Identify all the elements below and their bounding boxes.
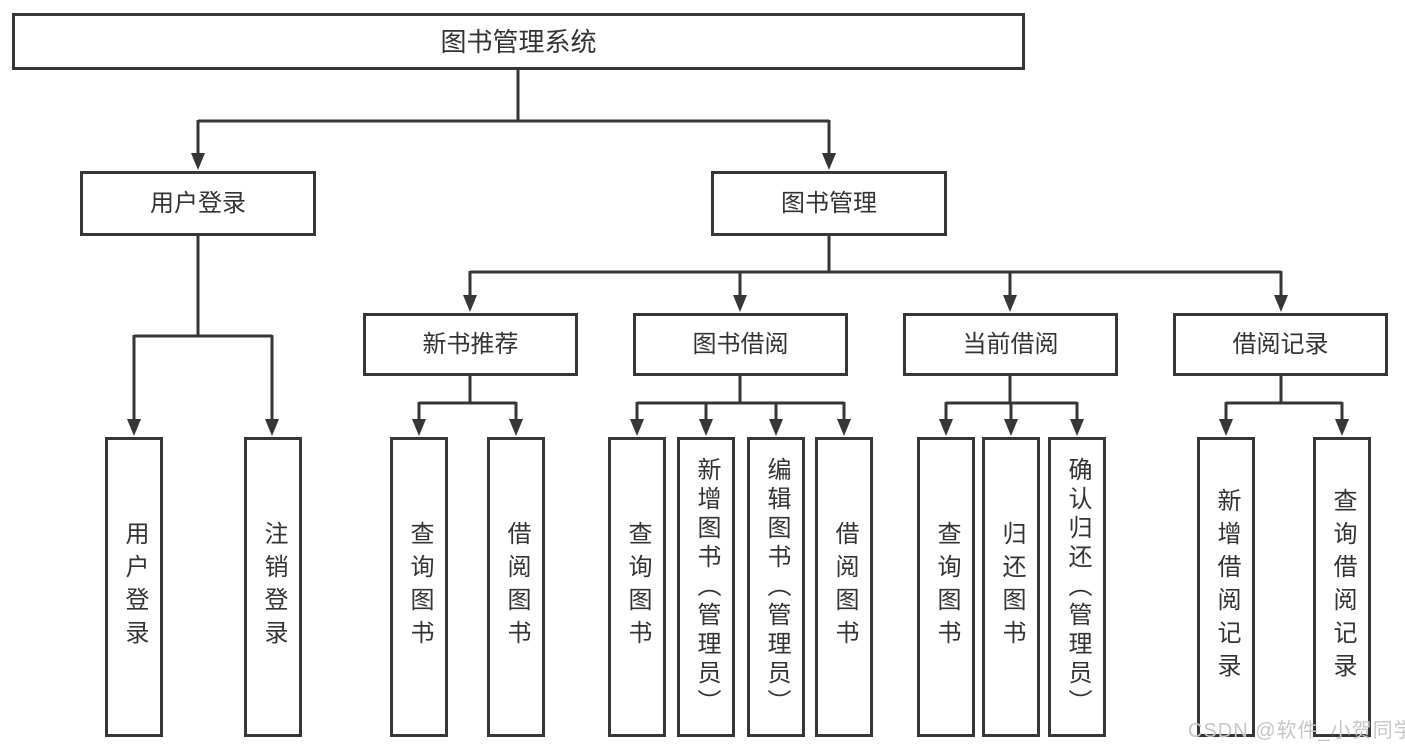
node-book-borrow: 图书借阅	[633, 313, 848, 376]
node-library-management-system: 图书管理系统	[12, 13, 1025, 70]
node-borrow-record: 借阅记录	[1173, 313, 1388, 376]
leaf-add-borrow-record: 新增借阅记录	[1197, 437, 1255, 737]
leaf-query-borrow-record: 查询借阅记录	[1313, 437, 1371, 737]
leaf-user-login: 用户登录	[105, 437, 163, 737]
node-new-book-recommend: 新书推荐	[363, 313, 578, 376]
csdn-watermark: CSDN @软件_小贺同学	[1188, 720, 1405, 742]
leaf-query-books-current: 查询图书	[917, 437, 975, 737]
leaf-confirm-return-admin: 确认归还（管理员）	[1048, 437, 1106, 737]
leaf-borrow-books: 借阅图书	[815, 437, 873, 737]
leaf-logout: 注销登录	[244, 437, 302, 737]
arrow-down-icons	[127, 153, 1349, 436]
leaf-edit-books-admin: 编辑图书（管理员）	[747, 437, 805, 737]
node-current-borrow: 当前借阅	[903, 313, 1118, 376]
leaf-return-books: 归还图书	[982, 437, 1040, 737]
leaf-query-books-borrow: 查询图书	[608, 437, 666, 737]
node-book-management: 图书管理	[711, 171, 947, 236]
leaf-query-books-recommend: 查询图书	[390, 437, 448, 737]
node-user-login: 用户登录	[80, 171, 316, 236]
leaf-borrow-books-recommend: 借阅图书	[487, 437, 545, 737]
leaf-add-books-admin: 新增图书（管理员）	[677, 437, 735, 737]
